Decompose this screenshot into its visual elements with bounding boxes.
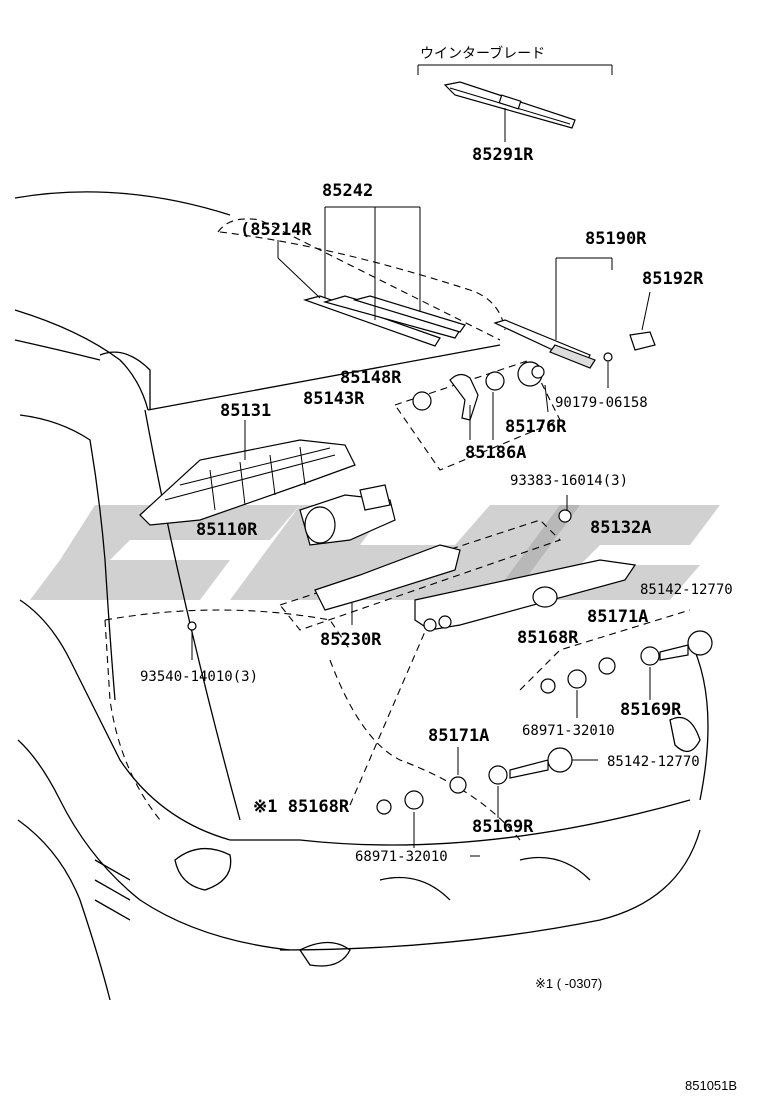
footnote: ※1 ( -0307)	[535, 976, 602, 991]
motor-85110R	[299, 484, 572, 546]
part-85230R: 85230R	[320, 630, 382, 650]
part-85168R-a: 85168R	[517, 628, 579, 648]
winter-blade-label: ウインターブレード	[420, 45, 545, 62]
cover-85131	[139, 420, 356, 526]
winter-blade-part	[417, 64, 613, 142]
part-85132A: 85132A	[590, 518, 651, 538]
part-85169R-a: 85169R	[620, 700, 682, 720]
wiper-arm	[493, 257, 656, 388]
lower-parts-group-b	[376, 747, 598, 857]
watermark-logo	[30, 505, 720, 600]
part-68971-32010-a: 68971-32010	[522, 723, 615, 739]
part-85171A-a: 85171A	[587, 607, 648, 627]
part-93383-16014: 93383-16014(3)	[510, 473, 628, 489]
part-85143R: 85143R	[303, 389, 365, 409]
part-93540-14010: 93540-14010(3)	[140, 669, 258, 685]
part-85291R: 85291R	[472, 145, 534, 165]
part-85192R: 85192R	[642, 269, 704, 289]
figure-id: 851051B	[685, 1078, 737, 1093]
part-85242: 85242	[322, 181, 373, 201]
part-90179-06158: 90179-06158	[555, 395, 648, 411]
vehicle-body-outline	[14, 191, 709, 1001]
part-85110R: 85110R	[196, 520, 258, 540]
part-85214R: (85214R	[240, 220, 312, 240]
part-85171A-b: 85171A	[428, 726, 489, 746]
part-85142-12770-a: 85142-12770	[640, 582, 733, 598]
dashed-outlines	[104, 218, 691, 841]
link-bracket	[187, 544, 637, 660]
pivot-parts	[412, 361, 549, 440]
part-85176R: 85176R	[505, 417, 567, 437]
part-85148R: 85148R	[340, 368, 402, 388]
lower-parts-group-a	[540, 630, 713, 718]
part-85190R: 85190R	[585, 229, 647, 249]
part-85186A: 85186A	[465, 443, 526, 463]
part-85168R-b: ※1 85168R	[253, 797, 350, 817]
part-85131: 85131	[220, 401, 271, 421]
part-85169R-b: 85169R	[472, 817, 534, 837]
part-68971-32010-b: 68971-32010	[355, 849, 448, 865]
part-85142-12770-b: 85142-12770	[607, 754, 700, 770]
rear-wiper-blade	[277, 206, 466, 347]
